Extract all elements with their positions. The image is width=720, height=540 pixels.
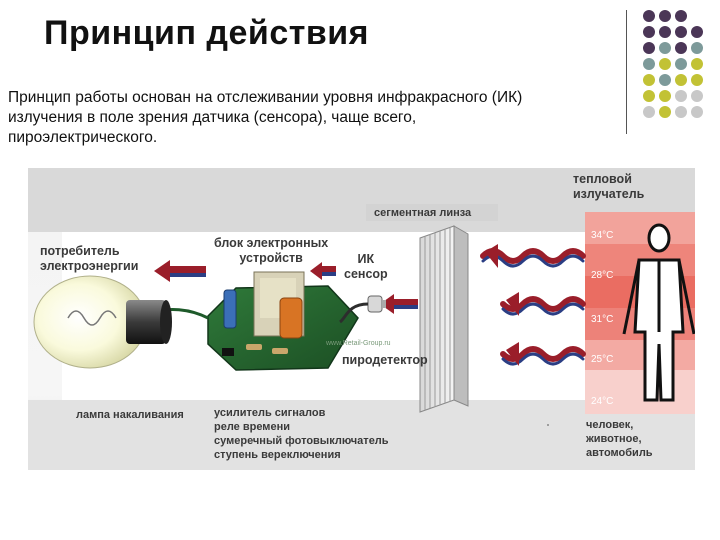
decor-dot bbox=[643, 42, 655, 54]
decorative-dots bbox=[643, 10, 703, 118]
label-pyrodetector: пиродетектор bbox=[342, 353, 428, 367]
temp-band-0 bbox=[585, 212, 695, 244]
temp-band-5 bbox=[585, 370, 695, 414]
label-line: сумеречный фотовыключатель bbox=[214, 435, 389, 447]
label-ir-sensor: ИК сенсор bbox=[344, 252, 388, 282]
top-band bbox=[28, 168, 695, 232]
label-line: ступень вереключения bbox=[214, 449, 341, 461]
decor-dot bbox=[659, 74, 671, 86]
label-line: человек, bbox=[586, 419, 634, 431]
decor-dot bbox=[643, 58, 655, 70]
label-consumer: потребитель электроэнергии bbox=[40, 244, 138, 274]
arrow-to-electronics bbox=[310, 262, 336, 280]
label-electronics-list: усилитель сигналов реле времени сумеречн… bbox=[214, 406, 389, 462]
temp-label: 25°C bbox=[591, 354, 614, 365]
wire-sensor-pcb bbox=[339, 302, 369, 324]
temp-label: 34°C bbox=[591, 230, 614, 241]
label-line: ИК bbox=[357, 252, 375, 266]
slide-title: Принцип действия bbox=[44, 14, 370, 52]
decor-dot bbox=[691, 26, 703, 38]
decor-dot bbox=[675, 58, 687, 70]
label-line: усилитель сигналов bbox=[214, 407, 326, 419]
label-objects: человек, животное, автомобиль bbox=[586, 418, 653, 460]
decor-dot bbox=[691, 58, 703, 70]
label-line: потребитель bbox=[40, 244, 120, 258]
decor-dot bbox=[643, 90, 655, 102]
decor-dot bbox=[659, 106, 671, 118]
decor-dot bbox=[675, 26, 687, 38]
label-line: устройств bbox=[239, 251, 303, 265]
label-line: сенсор bbox=[344, 267, 388, 281]
bottom-band bbox=[28, 400, 695, 470]
watermark: www.Retail-Group.ru bbox=[326, 340, 391, 347]
label-line: блок электронных bbox=[214, 236, 329, 250]
temp-label: 24°C bbox=[591, 396, 614, 407]
diagram-illustration bbox=[28, 168, 696, 470]
decor-dot bbox=[659, 26, 671, 38]
temp-band-4 bbox=[585, 340, 695, 370]
decor-dot bbox=[675, 90, 687, 102]
temp-label: 28°C bbox=[591, 270, 614, 281]
label-electronics: блок электронных устройств bbox=[214, 236, 328, 266]
temp-label: 31°C bbox=[591, 314, 614, 325]
pir-sensor-diagram: потребитель электроэнергии блок электрон… bbox=[28, 168, 696, 470]
description-line: Принцип работы основан на отслеживании у… bbox=[8, 89, 523, 106]
light-bulb-icon bbox=[33, 275, 172, 369]
decor-dot bbox=[675, 74, 687, 86]
label-segment-lens: сегментная линза bbox=[374, 207, 472, 219]
title-divider bbox=[626, 10, 627, 134]
wave-arrowheads bbox=[485, 244, 519, 366]
label-line: излучатель bbox=[573, 187, 645, 201]
decor-dot bbox=[691, 106, 703, 118]
arrow-to-lamp bbox=[154, 260, 206, 282]
label-line: тепловой bbox=[573, 172, 632, 186]
decor-dot bbox=[675, 10, 687, 22]
decor-dot bbox=[675, 106, 687, 118]
arrow-lens-to-sensor bbox=[380, 294, 418, 314]
decor-dot bbox=[659, 90, 671, 102]
label-heat-source: тепловой излучатель bbox=[573, 172, 644, 202]
description-line: излучения в поле зрения датчика (сенсора… bbox=[8, 109, 417, 126]
decor-dot bbox=[659, 58, 671, 70]
label-line: электроэнергии bbox=[40, 259, 139, 273]
segment-lens-icon bbox=[419, 225, 469, 413]
human-figure-icon bbox=[622, 223, 696, 402]
label-lamp: лампа накаливания bbox=[76, 409, 184, 421]
segment-lens-label-bg bbox=[366, 204, 498, 221]
decor-dot bbox=[675, 42, 687, 54]
description-line: пироэлектрического. bbox=[8, 129, 158, 146]
label-line: животное, bbox=[586, 433, 642, 445]
decor-dot bbox=[691, 74, 703, 86]
label-line: реле времени bbox=[214, 421, 290, 433]
label-line: автомобиль bbox=[586, 447, 653, 459]
decor-dot bbox=[659, 10, 671, 22]
decor-dot bbox=[643, 106, 655, 118]
slide-description: Принцип работы основан на отслеживании у… bbox=[8, 88, 620, 148]
decor-dot bbox=[643, 74, 655, 86]
decor-dot bbox=[643, 26, 655, 38]
decor-dot bbox=[659, 42, 671, 54]
decor-dot bbox=[691, 42, 703, 54]
decor-dot bbox=[691, 90, 703, 102]
pcb-board-icon bbox=[207, 271, 359, 371]
decor-dot bbox=[643, 10, 655, 22]
